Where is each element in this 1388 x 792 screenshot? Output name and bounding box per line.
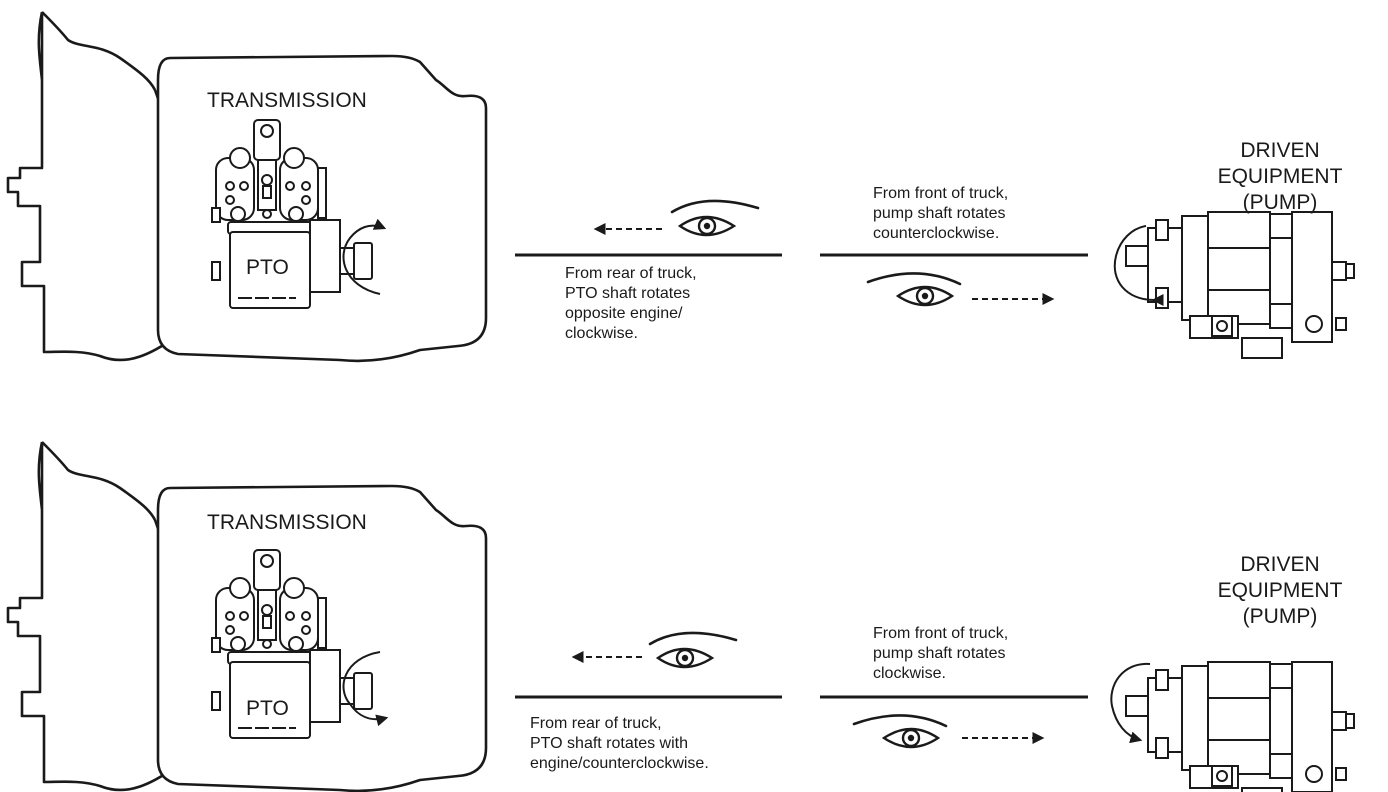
equipment-label: DRIVEN EQUIPMENT (PUMP)	[1217, 553, 1343, 628]
front-caption: From front of truck, pump shaft rotates …	[873, 185, 1009, 242]
rotation-arrow-icon	[1110, 662, 1151, 744]
eye-icon	[852, 714, 948, 749]
pto-label: PTO	[246, 256, 289, 279]
rotation-arrow-icon	[342, 218, 387, 295]
eye-icon	[648, 631, 738, 669]
panel-1	[6, 10, 1355, 363]
transmission-label: TRANSMISSION	[207, 511, 367, 534]
panel-2	[6, 440, 1355, 792]
transmission-housing	[6, 440, 488, 792]
eye-icon	[866, 272, 962, 307]
equipment-label: DRIVEN EQUIPMENT (PUMP)	[1217, 139, 1343, 214]
rotation-arrow-icon	[1113, 225, 1164, 307]
pump-unit	[1125, 211, 1355, 359]
transmission-housing	[6, 10, 488, 363]
pump-unit	[1125, 661, 1355, 792]
rotation-arrow-icon	[342, 651, 389, 727]
rear-caption: From rear of truck, PTO shaft rotates op…	[565, 265, 697, 342]
rear-caption: From rear of truck, PTO shaft rotates wi…	[530, 715, 709, 772]
transmission-label: TRANSMISSION	[207, 89, 367, 112]
pto-label: PTO	[246, 697, 289, 720]
eye-icon	[670, 199, 760, 237]
front-caption: From front of truck, pump shaft rotates …	[873, 625, 1009, 682]
